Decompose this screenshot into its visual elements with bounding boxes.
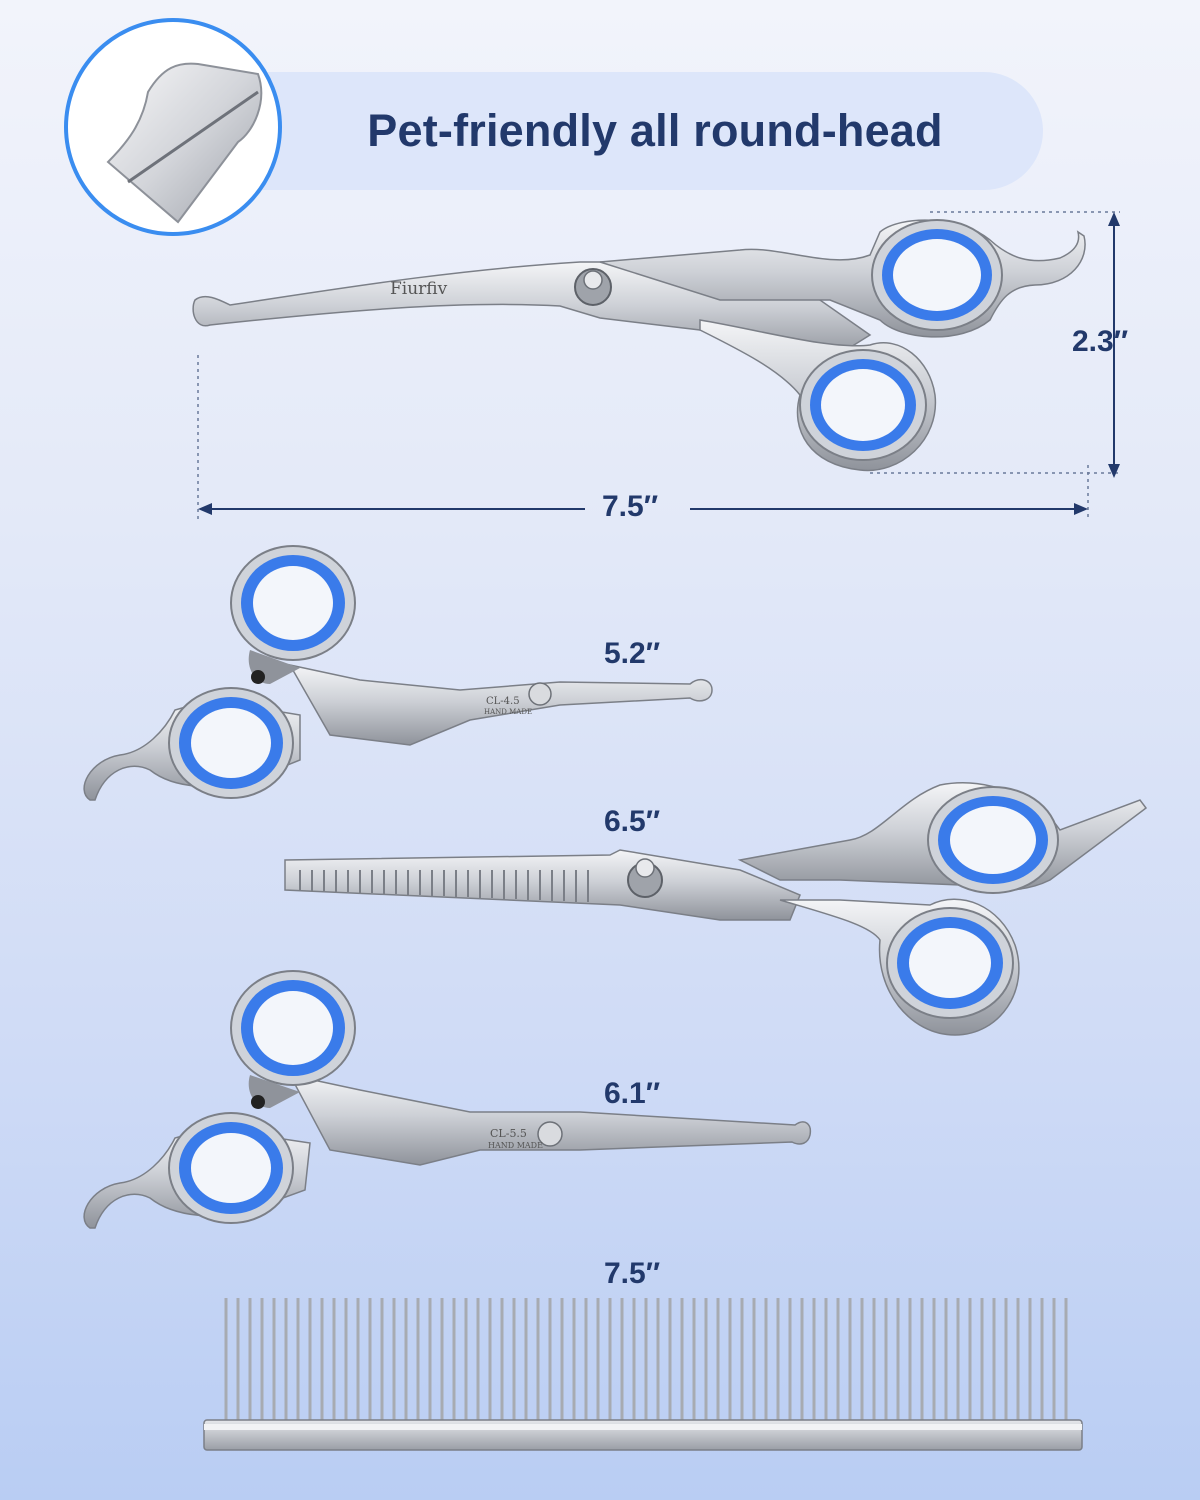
small-scissors: CL-4.5 HAND MADE	[83, 545, 713, 801]
medium-scissors-length-label: 6.1″	[604, 1077, 661, 1110]
round-head-zoom-circle	[64, 18, 282, 236]
medium-handmade-engraving: HAND MADE	[488, 1141, 543, 1150]
main-length-label: 7.5″	[602, 490, 659, 523]
small-model-engraving: CL-4.5	[486, 696, 520, 707]
medium-scissors: CL-5.5 HAND MADE	[83, 970, 812, 1229]
main-height-label: 2.3″	[1072, 325, 1129, 358]
main-dimension-lines	[197, 211, 1120, 520]
round-tip-closeup-icon	[106, 62, 263, 224]
small-scissors-length-label: 5.2″	[604, 637, 661, 670]
thinning-scissors-length-label: 6.5″	[604, 805, 661, 838]
main-curved-scissors: Fiurfiv	[192, 219, 1086, 472]
small-handmade-engraving: HAND MADE	[484, 708, 532, 716]
steel-comb	[203, 1298, 1083, 1451]
brand-engraving: Fiurfiv	[390, 279, 448, 299]
medium-model-engraving: CL-5.5	[490, 1127, 527, 1140]
comb-length-label: 7.5″	[604, 1257, 661, 1290]
thinning-scissors	[284, 782, 1148, 1036]
title-banner	[150, 72, 1043, 190]
page-title: Pet-friendly all round-head	[367, 105, 943, 156]
